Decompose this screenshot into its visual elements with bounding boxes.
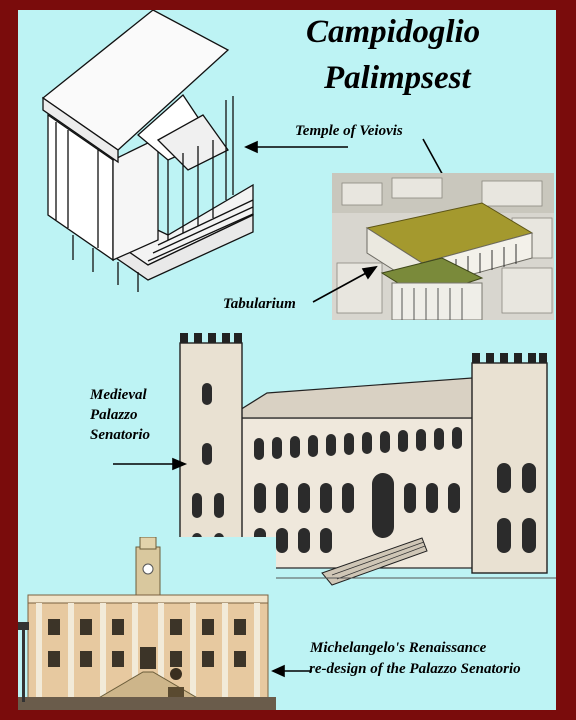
renaissance-palazzo-photo-icon [18,537,276,710]
medieval-arrow-icon [113,457,188,471]
tabularium-model-photo-icon [332,173,554,320]
temple-arrow-icon [244,140,348,154]
renaissance-arrow-icon [271,664,312,678]
tabularium-label: Tabularium [223,296,296,312]
renaissance-label-line-1: Michelangelo's Renaissance [310,640,487,656]
page-title-line-2: Palimpsest [324,60,471,96]
tabularium-arrow-icon [312,265,378,303]
medieval-label-line-2: Palazzo [90,407,138,423]
page-title-line-1: Campidoglio [306,14,481,50]
temple-drawing-icon [41,10,254,292]
renaissance-label-line-2: re-design of the Palazzo Senatorio [309,661,521,677]
content-panel: Campidoglio Palimpsest Temple of Veiovis [18,10,556,710]
medieval-label-line-1: Medieval [90,387,147,403]
temple-of-veiovis-label: Temple of Veiovis [295,123,403,139]
medieval-label-line-3: Senatorio [90,427,151,443]
